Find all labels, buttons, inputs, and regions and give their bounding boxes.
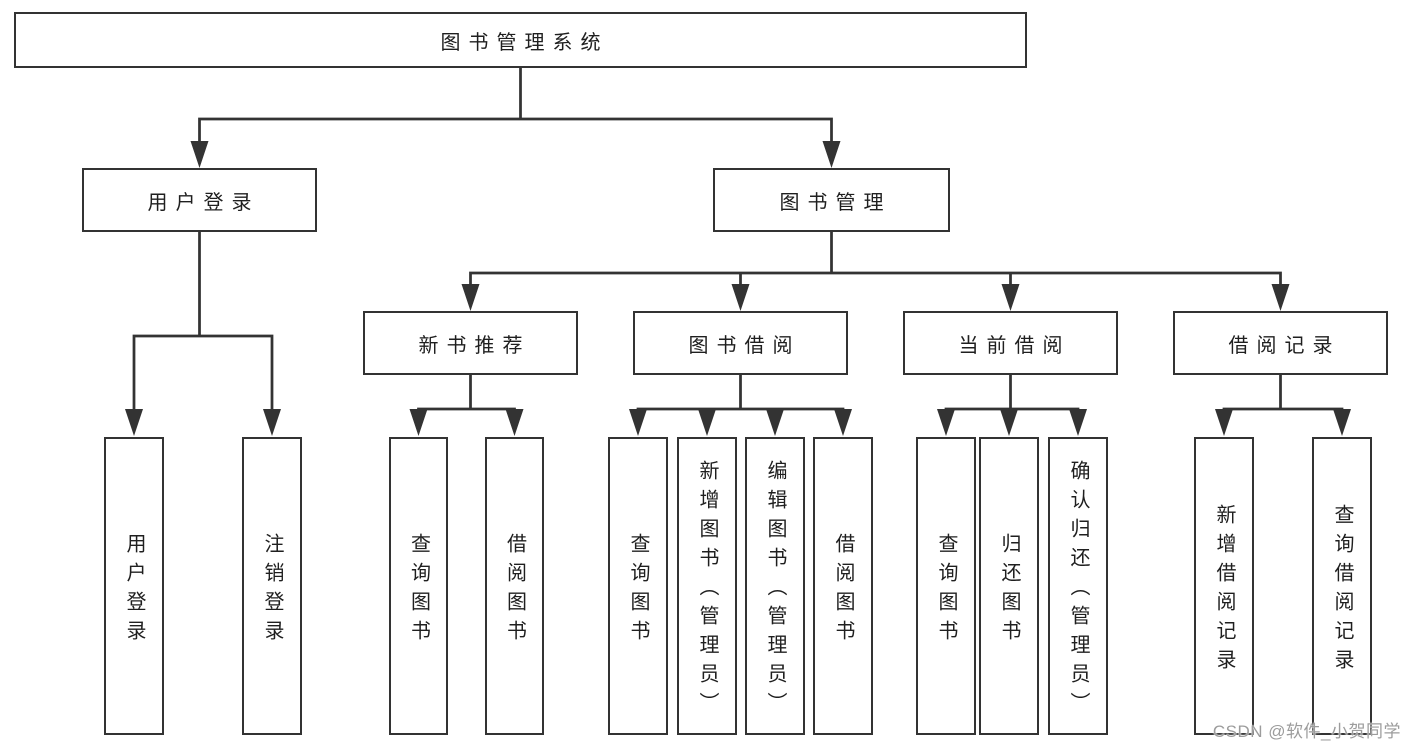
csdn-watermark: CSDN @软件_小贺同学 — [1212, 722, 1401, 741]
node-box-new-book-recommend: 新书推荐 — [363, 311, 578, 375]
leaf-box-borrow-book-2: 借阅图书 — [813, 437, 873, 735]
node-box-current-borrow: 当前借阅 — [903, 311, 1118, 375]
leaf-box-edit-book-admin: 编辑图书（管理员） — [745, 437, 805, 735]
node-box-book-borrow: 图书借阅 — [633, 311, 848, 375]
leaf-box-add-book-admin: 新增图书（管理员） — [677, 437, 737, 735]
leaf-box-user-login: 用户登录 — [104, 437, 164, 735]
leaf-box-query-book-1: 查询图书 — [389, 437, 448, 735]
leaf-box-logout: 注销登录 — [242, 437, 302, 735]
leaf-box-add-borrow-record: 新增借阅记录 — [1194, 437, 1254, 735]
node-box-book-management: 图书管理 — [713, 168, 950, 232]
node-box-root: 图书管理系统 — [14, 12, 1027, 68]
leaf-box-query-borrow-record: 查询借阅记录 — [1312, 437, 1372, 735]
leaf-box-return-book: 归还图书 — [979, 437, 1039, 735]
leaf-box-borrow-book-1: 借阅图书 — [485, 437, 544, 735]
leaf-box-query-book-2: 查询图书 — [608, 437, 668, 735]
leaf-box-confirm-return-admin: 确认归还（管理员） — [1048, 437, 1108, 735]
node-box-borrow-records: 借阅记录 — [1173, 311, 1388, 375]
leaf-box-query-book-3: 查询图书 — [916, 437, 976, 735]
node-box-user-login: 用户登录 — [82, 168, 317, 232]
